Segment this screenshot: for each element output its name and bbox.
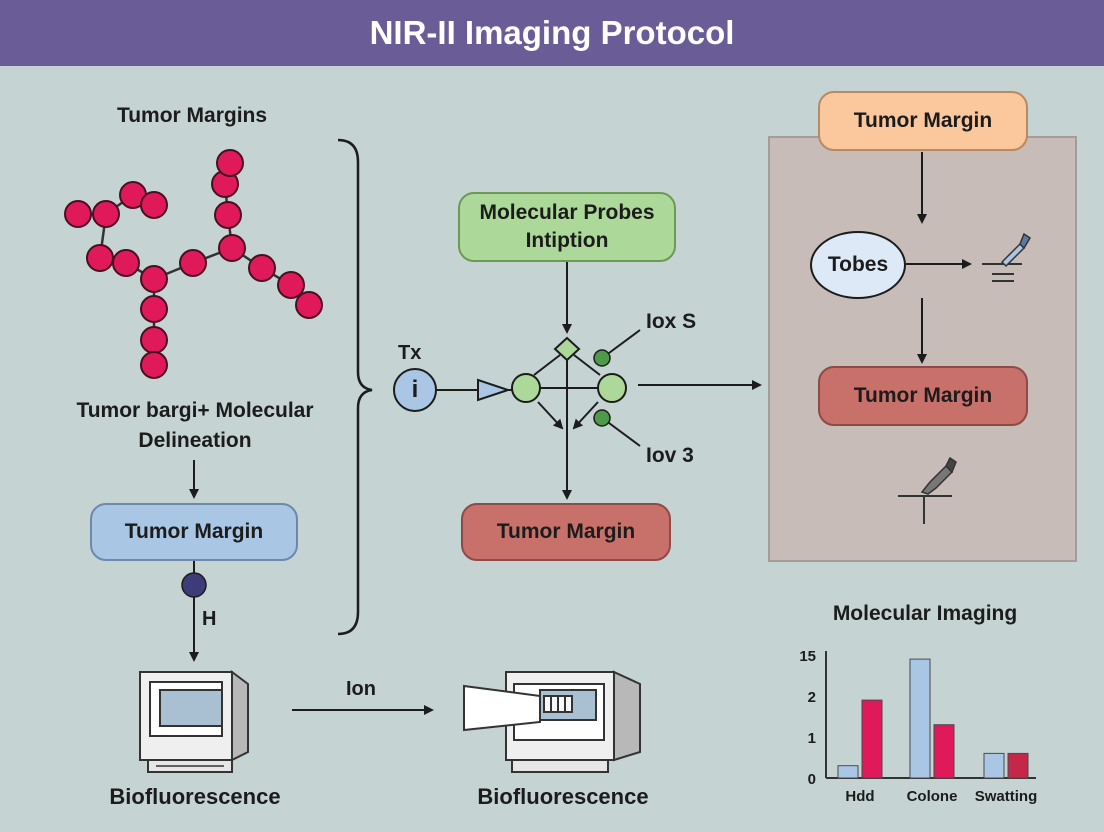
chart-x-tick-label: Hdd — [845, 788, 874, 805]
chart-bar — [1007, 752, 1029, 779]
pen-marker-icon — [898, 456, 957, 524]
computer-icon — [139, 670, 249, 773]
diagram-title: NIR-II Imaging Protocol — [369, 14, 735, 51]
chart-bar — [909, 658, 931, 779]
pipette-icon — [982, 232, 1032, 282]
title-bar: NIR-II Imaging Protocol — [0, 0, 1104, 66]
chart-x-tick-label: Swatting — [975, 788, 1038, 805]
chart-y-tick-label: 1 — [808, 730, 816, 747]
chart-y-tick-label: 0 — [808, 771, 816, 788]
center-tumor-margin-box: Tumor Margin — [461, 503, 671, 561]
chart-x-tick-label: Colone — [907, 788, 958, 805]
left-biofluorescence-label: Biofluorescence — [109, 784, 281, 809]
left-heading: Tumor Margins — [116, 104, 268, 127]
node-left-circle — [511, 373, 541, 403]
left-tumor-margin-box: Tumor Margin — [90, 503, 298, 561]
chart-bar — [861, 699, 883, 779]
tobes-node: Tobes — [810, 231, 906, 299]
curly-brace — [337, 138, 373, 636]
arrow-right-to-center — [572, 401, 599, 430]
chart-y-tick-label: 2 — [808, 689, 816, 706]
left-delineation-label: Tumor bargi+ Molecular Delineation — [76, 399, 314, 452]
center-biofluorescence-label: Biofluorescence — [477, 784, 649, 809]
triangle-node-icon — [477, 378, 512, 402]
line-diamond-to-right — [573, 354, 601, 376]
imaging-device-icon — [463, 670, 641, 773]
i-node: i — [393, 368, 437, 412]
iov-label: Iov 3 — [646, 444, 694, 467]
line-diamond-to-left — [533, 354, 561, 376]
dot-iox-icon — [593, 349, 611, 367]
i-node-label: i — [411, 376, 419, 403]
chart-y-tick-label: 15 — [799, 648, 816, 665]
node-right-circle — [597, 373, 627, 403]
iox-label: Iox S — [646, 310, 697, 333]
molecular-probes-box: Molecular Probes Intiption — [458, 192, 676, 262]
arrow-left-to-center — [537, 401, 564, 430]
ion-label: Ion — [346, 678, 376, 700]
dot-iov-icon — [593, 409, 611, 427]
chart-bar — [837, 765, 859, 779]
chart-bar — [933, 724, 955, 779]
right-top-tumor-margin-box: Tumor Margin — [818, 91, 1028, 151]
tx-label: Tx — [398, 342, 422, 364]
chart-title: Molecular Imaging — [832, 602, 1018, 625]
left-h-label: H — [202, 608, 217, 630]
chart-bar — [983, 752, 1005, 779]
dot-node-icon — [181, 572, 207, 598]
molecule-nodes — [64, 149, 323, 379]
right-bottom-tumor-margin-box: Tumor Margin — [818, 366, 1028, 426]
